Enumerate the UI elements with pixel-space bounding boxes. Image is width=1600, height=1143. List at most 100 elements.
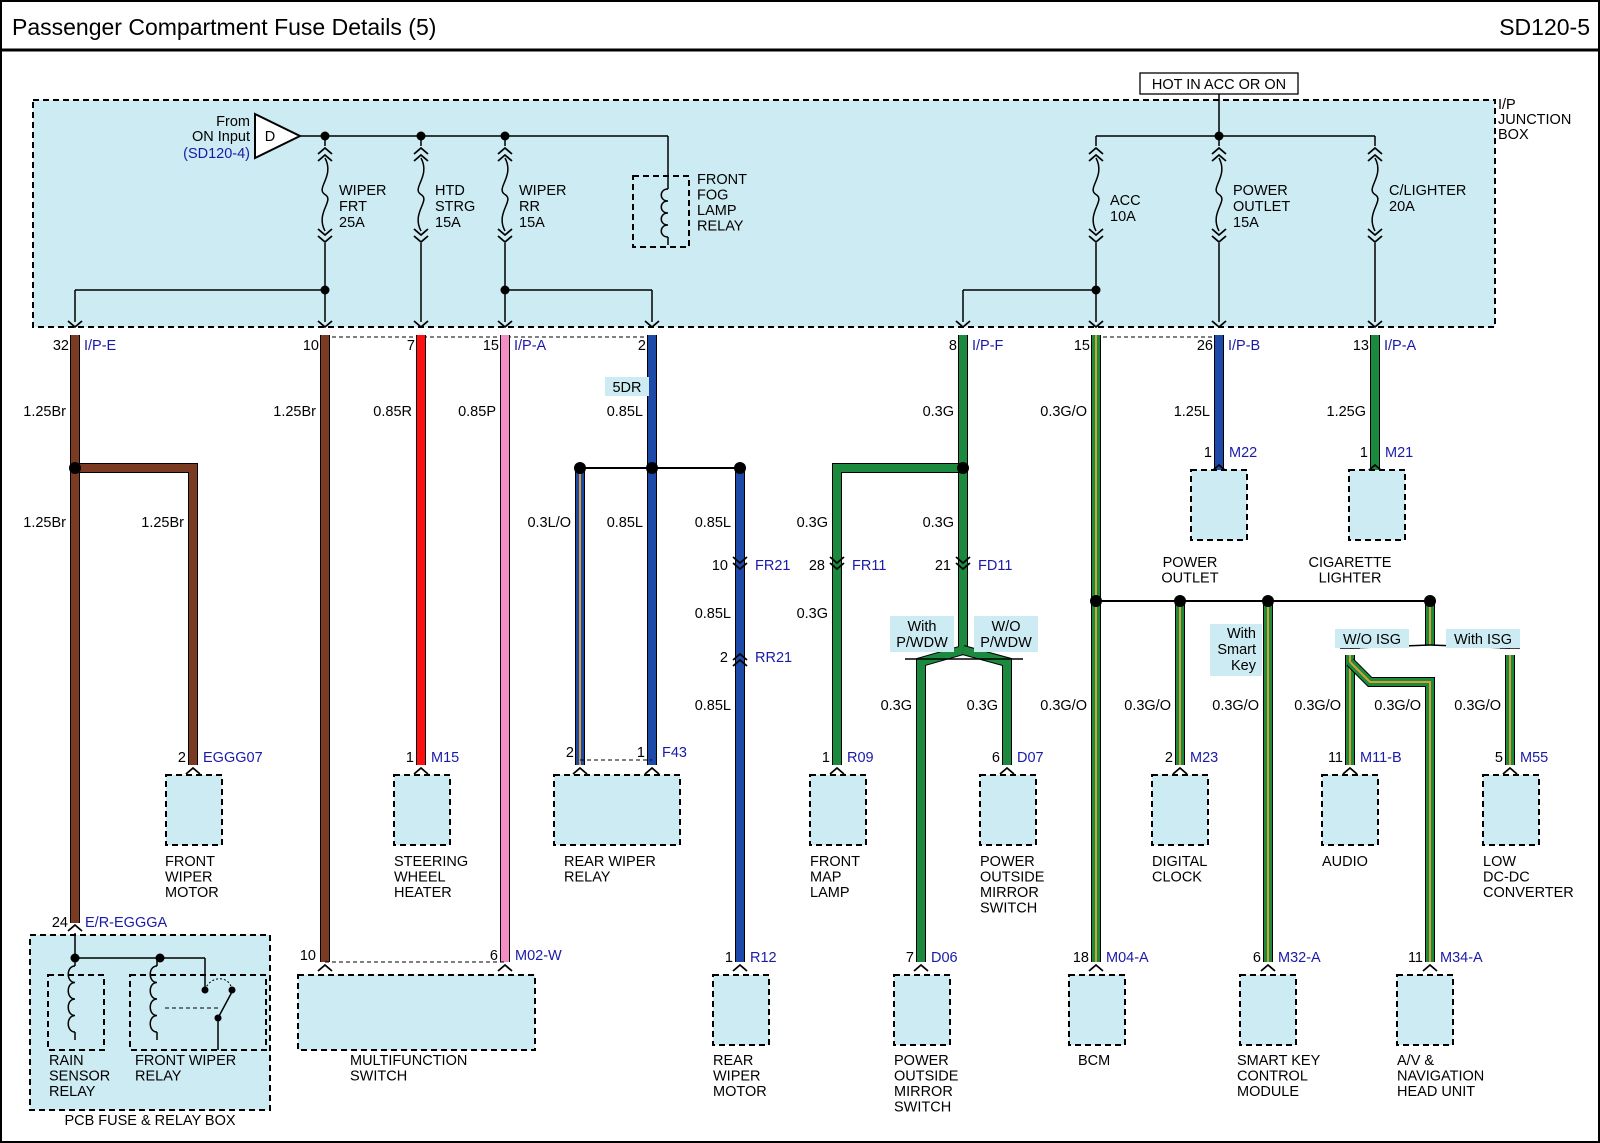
pin-number: 7	[407, 338, 415, 354]
relay-coil-icon	[67, 965, 76, 1033]
relay-label: FRONT	[697, 172, 747, 188]
fuse-icon	[501, 157, 509, 232]
connector-id: M32-A	[1278, 950, 1321, 966]
fuse-icon	[1367, 153, 1383, 162]
component-label: NAVIGATION	[1397, 1069, 1484, 1085]
component-label: DIGITAL	[1152, 854, 1207, 870]
connector-pin-icon	[913, 963, 929, 972]
inline-connector-icon	[732, 652, 748, 661]
source-label: ON Input	[192, 129, 250, 145]
connector-pin-icon	[999, 766, 1015, 775]
fuse-icon	[317, 146, 333, 155]
component-poms1	[979, 774, 1037, 846]
wire-spec-label: 0.85L	[695, 698, 731, 714]
front-wiper-relay-box	[129, 974, 267, 1051]
option-label: With ISG	[1454, 632, 1512, 648]
splice-dot	[69, 462, 81, 474]
option-label: With	[908, 619, 937, 635]
pin-number: 1	[725, 950, 733, 966]
option-label: Smart	[1217, 642, 1256, 658]
wire-spec-label: 0.3L/O	[527, 515, 571, 531]
inline-connector-icon	[955, 556, 971, 565]
pin-number: 10	[300, 948, 316, 964]
connector-pin-icon	[497, 963, 513, 972]
connector-pin-icon	[572, 766, 588, 775]
component-fml	[809, 774, 867, 846]
connector-id: M55	[1520, 750, 1548, 766]
connector-id: D07	[1017, 750, 1044, 766]
wire-br	[75, 464, 197, 765]
connector-pin-icon	[67, 923, 83, 932]
page-title: Passenger Compartment Fuse Details (5)	[12, 14, 436, 40]
fuse-icon	[1211, 146, 1227, 155]
component-label: SWITCH	[980, 901, 1037, 917]
connector-pin-icon	[644, 766, 660, 775]
splice-dot	[574, 462, 586, 474]
component-label: OUTLET	[1161, 571, 1218, 587]
fuse-icon	[1092, 157, 1100, 232]
rain-sensor-relay-box	[47, 974, 105, 1051]
component-mfs	[297, 974, 536, 1051]
option-label: W/O	[992, 619, 1021, 635]
wire-spec-label: 0.3G	[797, 606, 828, 622]
inline-connector-icon	[732, 556, 748, 565]
connector-id: FR21	[755, 558, 790, 574]
relay-coil-icon	[660, 188, 669, 238]
pin-number: 2	[1165, 750, 1173, 766]
inline-connector-icon	[829, 556, 845, 565]
connector-id: F43	[662, 745, 687, 761]
component-label: SENSOR	[49, 1069, 110, 1085]
fuse-icon	[321, 157, 329, 232]
component-label: WHEEL	[394, 870, 446, 886]
pin-number: 28	[809, 558, 825, 574]
pin-number: 6	[490, 948, 498, 964]
component-label: RAIN	[49, 1053, 84, 1069]
connector-id: I/P-A	[1384, 338, 1417, 354]
pin-number: 11	[1408, 950, 1423, 966]
wire-g	[917, 573, 967, 962]
component-label: HEATER	[394, 885, 452, 901]
wire-spec-label: 0.85R	[373, 404, 412, 420]
connector-id: RR21	[755, 650, 792, 666]
wire-spec-label: 0.3G	[797, 515, 828, 531]
pin-number: 1	[637, 745, 645, 761]
relay-box	[632, 175, 690, 248]
option-tag	[1335, 629, 1409, 648]
fuse-icon	[1367, 235, 1383, 244]
source-reference-link: (SD120-4)	[183, 146, 250, 162]
component-label: LAMP	[810, 885, 850, 901]
component-label: REAR WIPER	[564, 854, 656, 870]
connector-id: I/P-F	[972, 338, 1004, 354]
component-poms2	[893, 974, 951, 1046]
fuse-icon	[413, 146, 429, 155]
pin-number: 18	[1073, 950, 1089, 966]
fuse-label: HTD	[435, 183, 465, 199]
component-label: WIPER	[165, 870, 213, 886]
fuse-label: ACC	[1110, 193, 1141, 209]
fuse-icon	[497, 228, 513, 237]
connector-pin-icon	[317, 963, 333, 972]
pin-number: 1	[1360, 445, 1368, 461]
component-label: RELAY	[564, 870, 611, 886]
component-label: CONVERTER	[1483, 885, 1574, 901]
fuse-label: OUTLET	[1233, 199, 1290, 215]
component-label: MULTIFUNCTION	[350, 1053, 467, 1069]
inline-connector-icon	[955, 562, 971, 571]
connector-id: FR11	[852, 558, 886, 574]
component-bcm	[1068, 974, 1126, 1046]
diagram-code: SD120-5	[1499, 14, 1590, 40]
wire-spec-label: 0.3G/O	[1294, 698, 1341, 714]
component-label: AUDIO	[1322, 854, 1368, 870]
pin-number: 1	[406, 750, 414, 766]
component-label: SWITCH	[350, 1069, 407, 1085]
pin-number: 15	[1074, 338, 1090, 354]
wire-spec-label: 1.25Br	[273, 404, 316, 420]
connector-pin-icon	[829, 766, 845, 775]
connector-id: M15	[431, 750, 459, 766]
component-label: REAR	[713, 1053, 753, 1069]
wire-spec-label: 0.3G/O	[1454, 698, 1501, 714]
component-label: HEAD UNIT	[1397, 1084, 1475, 1100]
connector-pin-icon	[1422, 963, 1438, 972]
component-swh	[393, 774, 451, 846]
